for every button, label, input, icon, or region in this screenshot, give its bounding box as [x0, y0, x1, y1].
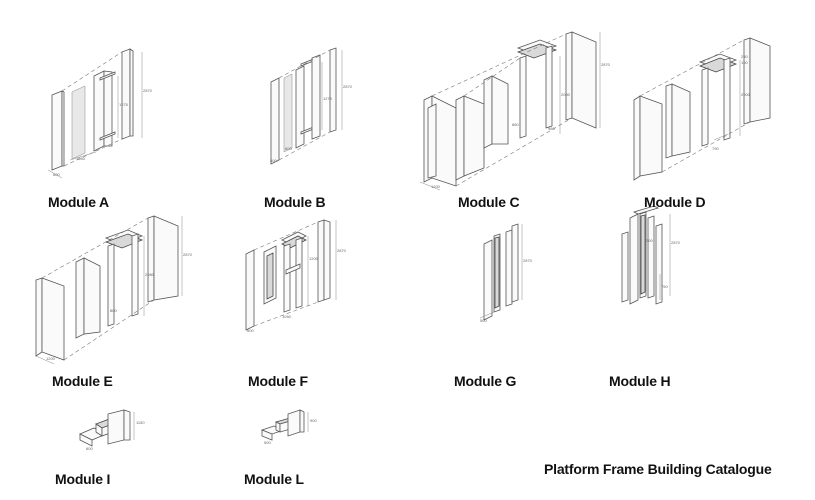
svg-text:600: 600: [285, 146, 292, 151]
svg-text:2870: 2870: [337, 248, 347, 253]
svg-text:2870: 2870: [183, 252, 193, 257]
svg-text:960: 960: [548, 126, 555, 131]
module-b-drawing: 2870 1275 600 400: [270, 47, 353, 165]
svg-text:2870: 2870: [143, 88, 153, 93]
module-g-label: Module G: [454, 373, 517, 389]
svg-text:1150: 1150: [136, 420, 145, 425]
svg-text:600: 600: [247, 328, 254, 333]
svg-text:400: 400: [270, 158, 277, 163]
svg-text:2080: 2080: [561, 92, 571, 97]
module-i-drawing: 1150 600: [79, 409, 145, 451]
module-e-label: Module E: [52, 373, 113, 389]
svg-text:250: 250: [741, 54, 748, 59]
module-a-drawing: 2870 1275 1050 600: [47, 48, 153, 179]
module-a-label: Module A: [48, 194, 109, 210]
module-c-label: Module C: [458, 194, 520, 210]
svg-text:2870: 2870: [523, 258, 533, 263]
svg-text:2000: 2000: [741, 92, 751, 97]
svg-text:1050: 1050: [282, 314, 292, 319]
svg-text:100: 100: [741, 60, 748, 65]
catalogue-title: Platform Frame Building Catalogue: [544, 461, 772, 477]
module-l-drawing: 900 500: [260, 409, 317, 445]
module-d-label: Module D: [644, 194, 706, 210]
svg-text:1275: 1275: [119, 102, 129, 107]
svg-text:500: 500: [264, 440, 271, 445]
svg-text:790: 790: [712, 146, 719, 151]
svg-text:1050: 1050: [76, 156, 86, 161]
svg-text:1200: 1200: [46, 356, 56, 361]
svg-text:300: 300: [646, 238, 653, 243]
svg-text:600: 600: [53, 172, 60, 177]
svg-text:880: 880: [110, 308, 117, 313]
svg-text:2870: 2870: [601, 62, 611, 67]
svg-text:500: 500: [480, 318, 487, 323]
module-g-drawing: 2870 500: [479, 223, 533, 323]
svg-text:2870: 2870: [343, 84, 353, 89]
svg-text:1200: 1200: [309, 256, 319, 261]
module-i-label: Module I: [55, 471, 111, 487]
svg-text:880: 880: [512, 122, 519, 127]
module-c-drawing: 2870 2080 880 960 1200: [419, 31, 611, 191]
svg-text:1275: 1275: [323, 96, 333, 101]
module-h-label: Module H: [609, 373, 671, 389]
module-d-drawing: 250 100 2000 790: [633, 37, 771, 181]
module-e-drawing: 2870 2080 880 1200: [35, 215, 193, 365]
svg-text:900: 900: [310, 418, 317, 423]
module-f-drawing: 2870 1200 600 1050: [245, 219, 347, 333]
svg-text:2870: 2870: [671, 240, 681, 245]
svg-text:750: 750: [661, 284, 668, 289]
svg-text:2080: 2080: [145, 272, 155, 277]
svg-text:600: 600: [86, 446, 93, 451]
module-b-label: Module B: [264, 194, 326, 210]
svg-text:1200: 1200: [431, 184, 441, 189]
module-h-drawing: 2870 750 300: [621, 205, 681, 305]
module-l-label: Module L: [244, 471, 304, 487]
module-f-label: Module F: [248, 373, 308, 389]
